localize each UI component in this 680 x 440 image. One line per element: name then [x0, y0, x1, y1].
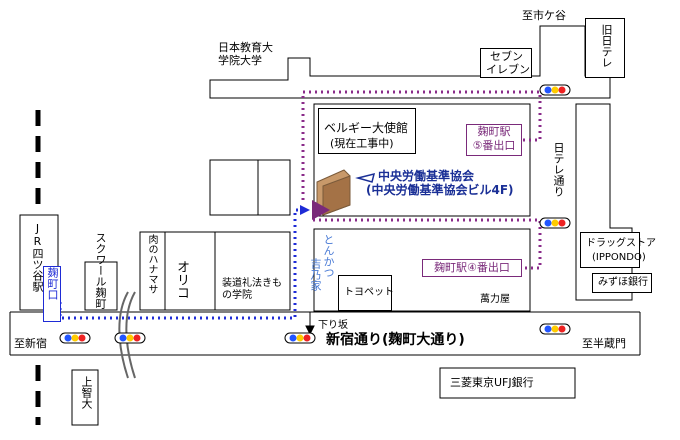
target-building-icon — [312, 169, 351, 220]
label-drugstore-1: ドラッグストア — [586, 238, 656, 249]
nittele-old-box — [585, 18, 625, 78]
arrow-icon — [355, 172, 376, 183]
label-drugstore-2: (IPPONDO) — [592, 252, 646, 263]
exit4-box: 麹町駅④番出口 — [422, 259, 522, 277]
kojimachi-exit-box: 麹町口 — [43, 266, 61, 322]
label-nittele-dori: 日テレ通り — [552, 142, 565, 197]
seven-eleven-box — [480, 48, 532, 78]
label-mizuho: みずほ銀行 — [598, 277, 648, 288]
label-nihon-kyoiku-2: 学院大学 — [218, 54, 262, 67]
traffic-light-icon — [114, 332, 146, 344]
label-hanzomon: 至半蔵門 — [582, 337, 626, 350]
label-shinjuku: 至新宿 — [14, 337, 47, 350]
belgium-box — [318, 108, 416, 154]
exit4-label: 麹町駅④番出口 — [434, 261, 510, 274]
label-seven-1: セブン — [490, 50, 523, 63]
drugstore-box — [580, 232, 640, 268]
label-target-2: (中央労働基準協会ビル4F) — [366, 183, 514, 197]
block-soubi — [214, 231, 291, 311]
label-soubi: 装道礼法きもの学院 — [222, 278, 282, 301]
exit5-box: 麹町駅 ⑤番出口 — [466, 124, 522, 156]
label-target-1: 中央労働基準協会 — [378, 169, 475, 183]
label-mannen: 萬力屋 — [480, 294, 510, 305]
label-toyopet: トヨペット — [344, 287, 394, 298]
label-orico: オリコ — [174, 260, 189, 299]
label-ichigaya: 至市ケ谷 — [522, 9, 566, 22]
block-right — [575, 103, 633, 301]
traffic-light-icon — [539, 217, 571, 229]
route-purple — [301, 90, 542, 270]
label-yoshinoya: 吉乃家 — [309, 258, 322, 291]
label-mufg: 三菱東京UFJ銀行 — [450, 376, 534, 389]
exit5-label-1: 麹町駅 — [477, 125, 511, 138]
exit5-label-2: ⑤番出口 — [472, 139, 516, 152]
label-sophia: 上智大 — [80, 376, 93, 409]
block-squale — [84, 261, 118, 311]
label-nihon-kyoiku-1: 日本教育大 — [218, 41, 273, 54]
block-top-left — [209, 25, 611, 99]
block-left-2 — [257, 159, 291, 216]
label-shimozaka: 下り坂 — [318, 320, 348, 331]
traffic-light-icon — [539, 84, 571, 96]
label-jr-station: JR四ツ谷駅 — [31, 222, 44, 292]
block-sophia — [71, 369, 99, 426]
label-seven-2: イレブン — [486, 63, 530, 76]
kojimachi-exit-label: 麹町口 — [46, 267, 59, 300]
traffic-light-icon — [59, 332, 91, 344]
block-orico — [164, 231, 216, 311]
label-shinjuku-dori: 新宿通り(麹町大通り) — [326, 332, 465, 348]
label-hananomasa: 肉のハナマサ — [146, 234, 157, 294]
traffic-light-icon — [284, 332, 316, 344]
label-tonkatsu: とんかつ — [322, 234, 335, 278]
mizuho-box — [592, 273, 652, 293]
traffic-light-icon — [539, 323, 571, 335]
label-nittele-old: 旧日テレ — [600, 24, 613, 68]
label-belgium-1: ベルギー大使館 — [324, 121, 409, 135]
arrow-icon — [305, 312, 315, 336]
label-squale: スクワール麹町 — [94, 232, 107, 309]
block-left-1 — [209, 159, 259, 216]
label-belgium-2: (現在工事中) — [330, 137, 394, 150]
toyopet-box — [338, 275, 392, 311]
block-mufg — [439, 367, 576, 399]
